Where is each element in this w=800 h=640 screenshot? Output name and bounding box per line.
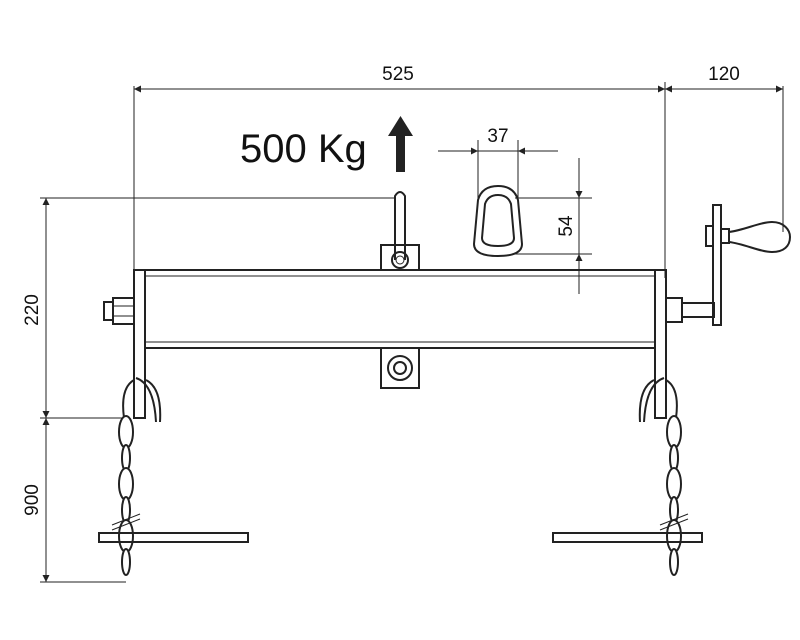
crank-handle <box>705 204 792 326</box>
right-support-plate <box>552 532 703 543</box>
eye-height-label: 54 <box>556 215 577 237</box>
crank-offset-label: 120 <box>708 64 740 85</box>
right-end-plate <box>654 269 715 419</box>
up-arrow-icon <box>388 116 413 172</box>
left-end-plate <box>103 269 146 419</box>
right-chain <box>638 377 689 576</box>
dimension-overall-width: 525 <box>133 64 666 278</box>
chain-length-label: 900 <box>22 484 43 516</box>
dimension-chain-length: 900 <box>22 418 126 583</box>
left-chain <box>111 377 162 576</box>
dimension-lift-height: 220 <box>22 197 396 419</box>
center-lifting-hook <box>380 191 420 271</box>
dimension-eye-height: 54 <box>515 158 592 294</box>
lifting-eye <box>472 184 524 258</box>
dimension-crank-offset: 120 <box>665 64 784 232</box>
bottom-center-block <box>380 347 420 389</box>
load-capacity-label: 500 Kg <box>240 127 367 171</box>
eye-width-label: 37 <box>487 126 508 147</box>
load-capacity: 500 Kg <box>240 116 413 172</box>
dimension-eye-width: 37 <box>438 126 558 200</box>
overall-width-label: 525 <box>382 64 414 85</box>
lift-height-label: 220 <box>22 294 43 326</box>
left-support-plate <box>98 532 249 543</box>
